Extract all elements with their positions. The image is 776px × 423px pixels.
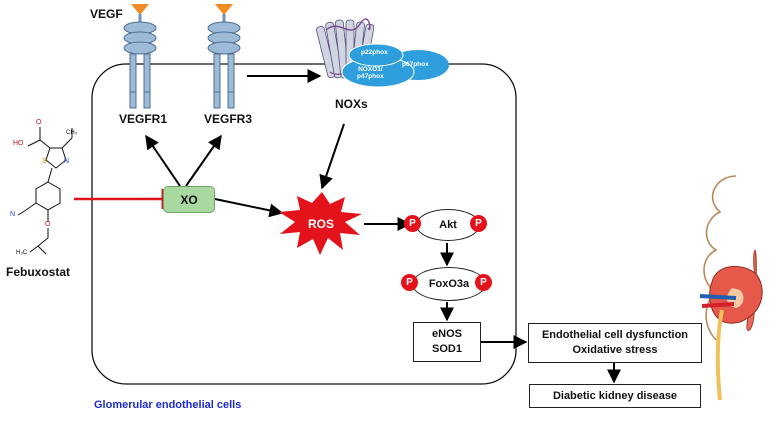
febuxostat-label: Febuxostat xyxy=(6,265,71,279)
xo-box: XO xyxy=(163,186,215,213)
foxo3a-node: FoxO3a xyxy=(412,267,486,301)
akt-phospho-left: P xyxy=(404,215,421,232)
atom-ho: HO xyxy=(13,140,24,147)
atom-s: S xyxy=(42,158,47,165)
atom-h3c: H₃C xyxy=(16,250,28,256)
dysfunction-box: Endothelial cell dysfunction Oxidative s… xyxy=(528,323,702,363)
enos-sod1-box: eNOS SOD1 xyxy=(413,322,481,362)
nox-complex xyxy=(316,18,449,88)
cell-boundary xyxy=(91,63,517,385)
atom-n: N xyxy=(64,158,70,165)
noxs-label: NOXs xyxy=(335,97,368,111)
vegfr1-label: VEGFR1 xyxy=(119,112,168,126)
febuxostat-molecule xyxy=(17,127,73,255)
vegfr3-receptor xyxy=(207,4,241,109)
xo-label: XO xyxy=(180,192,198,207)
arrow-xo-to-ros xyxy=(214,198,284,218)
vegf-label: VEGF xyxy=(90,7,123,21)
kidney-icon xyxy=(699,175,763,401)
foxo3a-phospho-left: P xyxy=(401,274,418,291)
atom-o2: O xyxy=(45,221,51,228)
vegfr1-receptor xyxy=(123,4,157,109)
akt-node: Akt xyxy=(416,209,480,241)
akt-phospho-right: P xyxy=(470,215,487,232)
atom-ch3: CH₃ xyxy=(66,130,78,136)
cells-label: Glomerular endothelial cells xyxy=(94,399,242,411)
dkd-box: Diabetic kidney disease xyxy=(529,384,701,408)
atom-cn: N xyxy=(10,211,16,218)
ros-label: ROS xyxy=(308,217,335,231)
vegf-ligand-1 xyxy=(131,4,149,15)
vegf-ligand-2 xyxy=(215,4,233,15)
p67-text: p67phox xyxy=(402,61,429,68)
arrow-xo-to-vegfr3 xyxy=(185,134,222,187)
p22-text: p22phox xyxy=(361,49,388,56)
foxo3a-phospho-right: P xyxy=(475,274,492,291)
ros-burst xyxy=(279,192,362,255)
arrow-xo-to-vegfr1 xyxy=(145,134,181,187)
noxo1-text: NOXO1/ p47phox xyxy=(357,66,384,80)
arrow-nox-to-ros xyxy=(319,123,345,190)
vegfr3-label: VEGFR3 xyxy=(204,112,253,126)
atom-o: O xyxy=(36,119,42,126)
p22-subunit xyxy=(348,43,404,67)
